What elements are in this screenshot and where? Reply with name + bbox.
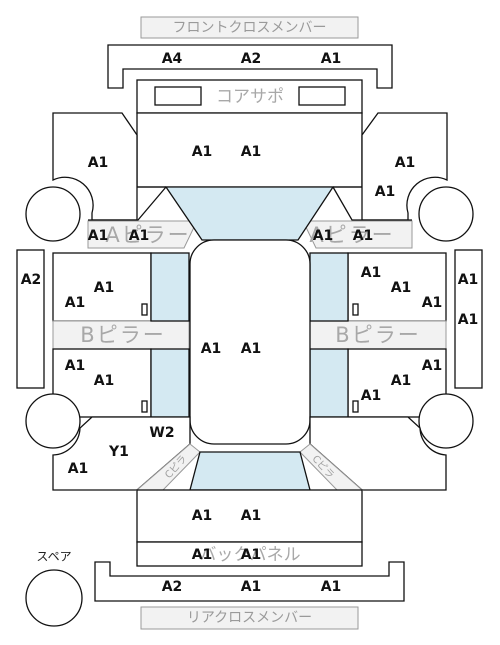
rear-quarter-left-grade-y: Y1 xyxy=(108,444,129,460)
rear-wheel-right xyxy=(418,393,474,449)
a-pillar-left-label: Aピラー xyxy=(105,223,190,247)
hood-grade-right: A1 xyxy=(241,144,262,160)
trunk-lid xyxy=(136,489,363,543)
headlight-right xyxy=(298,86,346,106)
rear-door-right-grade-2: A1 xyxy=(391,373,412,389)
front-fender-right-grade: A1 xyxy=(395,155,416,171)
rocker-right-upper-grade: A1 xyxy=(458,272,479,288)
windshield xyxy=(164,186,335,241)
a-pillar-right-label: Aピラー xyxy=(309,223,394,247)
rear-quarter-left-grade-a: A1 xyxy=(68,461,89,477)
back-panel-grade-right: A1 xyxy=(241,547,262,563)
a-pillar-left-grade-1: A1 xyxy=(88,228,109,244)
rear-door-right-grade-1: A1 xyxy=(422,358,443,374)
front-door-right-grade-3: A1 xyxy=(422,295,443,311)
rear-cross-grade-left: A2 xyxy=(162,579,183,595)
front-door-left xyxy=(52,252,152,322)
front-cross-member-label-box xyxy=(140,16,359,39)
rear-cross-member-panel xyxy=(94,561,405,602)
front-fender-right-lower-grade: A1 xyxy=(375,184,396,200)
rear-door-left-grade-2: A1 xyxy=(94,373,115,389)
rear-left-glass-grade: W2 xyxy=(149,425,174,441)
rocker-left xyxy=(16,249,45,389)
front-wheel-left xyxy=(25,186,81,242)
spare-tire xyxy=(25,569,83,627)
a-pillar-right-grade-2: A1 xyxy=(353,228,374,244)
front-cross-grade-center: A2 xyxy=(241,51,262,67)
front-window-left xyxy=(150,252,190,322)
front-door-right-grade-1: A1 xyxy=(361,265,382,281)
rocker-right xyxy=(454,249,483,389)
spare-tire-label: スペア xyxy=(36,550,71,564)
front-door-left-handle xyxy=(141,303,148,316)
front-window-right xyxy=(309,252,349,322)
front-cross-member-panel xyxy=(107,44,393,89)
rocker-right-lower-grade: A1 xyxy=(458,312,479,328)
trunk-grade-right: A1 xyxy=(241,508,262,524)
rear-door-right-handle xyxy=(352,400,359,413)
a-pillar-right-grade-1: A1 xyxy=(313,228,334,244)
b-pillar-right-area xyxy=(309,320,447,350)
rear-cross-member-label-box xyxy=(140,606,359,630)
front-wheel-right xyxy=(418,186,474,242)
a-pillar-left-area xyxy=(87,220,198,249)
rear-door-right-grade-3: A1 xyxy=(361,388,382,404)
b-pillar-left-area xyxy=(52,320,190,350)
rear-door-left-handle xyxy=(141,400,148,413)
front-fender-left-grade: A1 xyxy=(88,155,109,171)
rear-cross-grade-center: A1 xyxy=(241,579,262,595)
a-pillar-right-area xyxy=(302,220,413,249)
headlight-left xyxy=(154,86,202,106)
trunk-grade-left: A1 xyxy=(192,508,213,524)
front-cross-grade-left: A4 xyxy=(162,51,183,67)
rear-door-left-grade-1: A1 xyxy=(65,358,86,374)
rear-cross-grade-right: A1 xyxy=(321,579,342,595)
front-door-right-grade-2: A1 xyxy=(391,280,412,296)
back-panel-label: バックパネル xyxy=(199,545,300,565)
core-support-label: コアサポ xyxy=(216,87,284,107)
back-panel-grade-left: A1 xyxy=(192,547,213,563)
roof-panel xyxy=(189,239,311,445)
rocker-left-grade: A2 xyxy=(21,272,42,288)
front-cross-grade-right: A1 xyxy=(321,51,342,67)
front-door-right xyxy=(347,252,447,322)
roof-grade-left: A1 xyxy=(201,341,222,357)
rear-window-right xyxy=(309,348,349,418)
front-door-right-handle xyxy=(352,303,359,316)
a-pillar-left-grade-2: A1 xyxy=(129,228,150,244)
b-pillar-left-label: Bピラー xyxy=(80,323,165,347)
roof-grade-right: A1 xyxy=(241,341,262,357)
rear-glass xyxy=(189,451,311,491)
front-cross-member-label: フロントクロスメンバー xyxy=(173,20,327,36)
b-pillar-right-label: Bピラー xyxy=(335,323,420,347)
rear-cross-member-label: リアクロスメンバー xyxy=(187,610,312,626)
rear-window-left xyxy=(150,348,190,418)
rear-wheel-left xyxy=(25,393,81,449)
back-panel xyxy=(136,541,363,567)
front-door-left-grade-1: A1 xyxy=(94,280,115,296)
hood-grade-left: A1 xyxy=(192,144,213,160)
front-door-left-grade-2: A1 xyxy=(65,295,86,311)
